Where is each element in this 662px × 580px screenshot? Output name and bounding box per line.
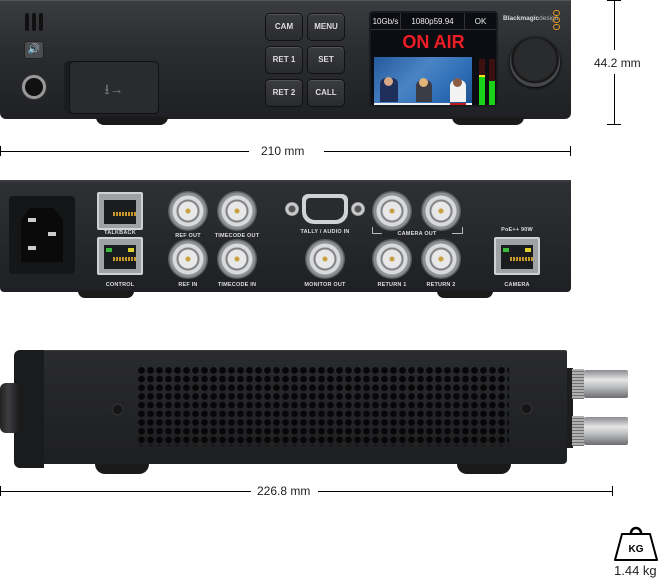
screw-icon [111, 403, 124, 416]
side-knob-profile [0, 383, 20, 433]
video-preview [374, 57, 472, 105]
return1-bnc[interactable] [372, 239, 412, 279]
dim-line [324, 151, 571, 152]
ref-in-bnc[interactable] [168, 239, 208, 279]
speaker-volume-icon: 🔊 [27, 44, 41, 55]
bnc-nut [572, 369, 584, 399]
ret2-button[interactable]: RET 2 [265, 79, 303, 107]
camera-out-bnc-2[interactable] [421, 191, 461, 231]
screw-icon [520, 402, 533, 415]
dim-line [318, 491, 612, 492]
cam-button[interactable]: CAM [265, 13, 303, 41]
weight-value: 1.44 kg [614, 563, 657, 578]
return2-bnc[interactable] [421, 239, 461, 279]
anchor-head [384, 77, 393, 86]
call-button[interactable]: CALL [307, 79, 345, 107]
usb-port-cover[interactable]: ⭳→ [69, 61, 159, 114]
usb-icon: ⭳→ [104, 81, 124, 97]
speaker-grille [25, 13, 45, 31]
brand-logo-mark-icon [553, 10, 561, 30]
height-dimension-label: 44.2 mm [594, 56, 641, 70]
ref-out-bnc[interactable] [168, 191, 208, 231]
control-port[interactable] [97, 237, 143, 275]
bnc-mount-plate [567, 368, 573, 448]
svg-text:KG: KG [629, 544, 644, 555]
dim-line [0, 151, 249, 152]
set-button[interactable]: SET [307, 46, 345, 74]
weight-icon: KG [614, 526, 658, 561]
width-dimension-label: 210 mm [261, 144, 305, 158]
dim-line [0, 491, 251, 492]
front-foot-right [452, 117, 524, 125]
talkback-label: TALKBACK [104, 230, 136, 236]
control-knob[interactable] [510, 37, 560, 87]
camera-out-label: CAMERA OUT [382, 231, 452, 237]
tally-audio-in-label: TALLY / AUDIO IN [300, 229, 350, 235]
rear-foot-left [78, 291, 134, 298]
monitor-out-bnc[interactable] [305, 239, 345, 279]
power-inlet[interactable] [9, 196, 75, 274]
control-label: CONTROL [105, 282, 135, 288]
ventilation-grille [137, 366, 509, 446]
audio-meter-right [489, 59, 495, 105]
bnc-nut [572, 416, 584, 446]
talkback-port[interactable] [97, 192, 143, 230]
side-foot-left [95, 464, 149, 474]
dim-tick [607, 124, 621, 125]
lcd-screen: 10Gb/s 1080p59.94 OK ON AIR [369, 11, 498, 107]
anchor-head [453, 78, 462, 87]
monitor-out-label: MONITOR OUT [304, 282, 346, 288]
rear-foot-right [437, 291, 493, 298]
timecode-in-bnc[interactable] [217, 239, 257, 279]
video-format: 1080p59.94 [401, 13, 465, 29]
timecode-out-bnc[interactable] [217, 191, 257, 231]
timecode-out-label: TIMECODE OUT [214, 233, 260, 239]
tally-audio-in-port[interactable] [285, 192, 365, 227]
side-bnc-connector-top [584, 370, 628, 398]
speaker-button[interactable]: 🔊 [24, 41, 44, 59]
headphone-jack[interactable] [22, 75, 46, 99]
side-bnc-connector-bottom [584, 417, 628, 445]
dim-line [614, 0, 615, 50]
dim-tick [612, 486, 613, 496]
camera-ethernet-port[interactable] [494, 237, 540, 275]
status-indicator: OK [474, 16, 487, 26]
poe-label: PoE++ 90W [501, 227, 533, 233]
screen-status-bar: 10Gb/s 1080p59.94 OK [371, 13, 496, 30]
news-ticker [374, 103, 472, 105]
camera-label: CAMERA [504, 282, 530, 288]
ref-in-label: REF IN [178, 282, 198, 288]
brand-logo: Blackmagicdesign [503, 15, 559, 22]
audio-meter-left [479, 59, 485, 105]
timecode-in-label: TIMECODE IN [217, 282, 257, 288]
rear-panel-view [0, 180, 571, 292]
return2-label: RETURN 2 [426, 282, 456, 288]
side-foot-right [457, 464, 511, 474]
dim-tick [570, 146, 571, 156]
anchor-head [419, 78, 428, 87]
return1-label: RETURN 1 [377, 282, 407, 288]
menu-button[interactable]: MENU [307, 13, 345, 41]
dim-line [614, 74, 615, 125]
front-foot-left [96, 117, 168, 125]
tally-on-air: ON AIR [402, 32, 465, 52]
depth-dimension-label: 226.8 mm [257, 484, 311, 498]
camera-out-bnc-1[interactable] [372, 191, 412, 231]
ret1-button[interactable]: RET 1 [265, 46, 303, 74]
ref-out-label: REF OUT [175, 233, 201, 239]
link-speed: 10Gb/s [371, 13, 401, 29]
news-ticker-logo [450, 103, 466, 105]
